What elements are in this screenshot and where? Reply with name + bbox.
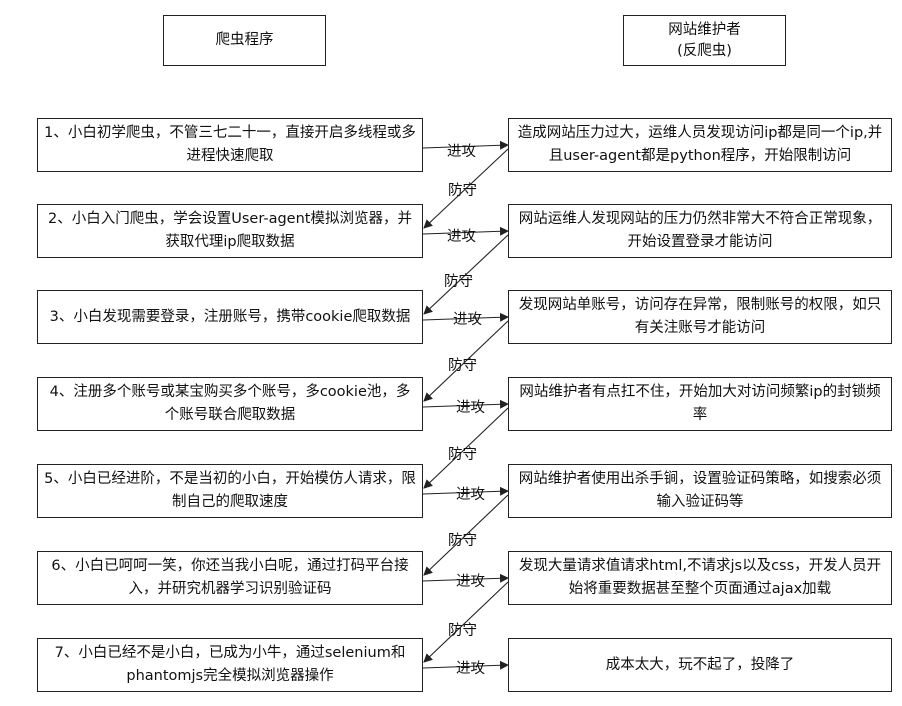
anti-crawler-step-1: 造成网站压力过大，运维人员发现访问ip都是同一个ip,并且user-agent都… [508, 118, 892, 172]
crawler-step-5: 5、小白已经进阶，不是当初的小白，开始模仿人请求，限制自己的爬取速度 [37, 464, 423, 518]
anti-crawler-step-2: 网站运维人发现网站的压力仍然非常大不符合正常现象，开始设置登录才能访问 [508, 204, 892, 258]
anti-crawler-step-text: 成本太大，玩不起了，投降了 [605, 656, 795, 673]
attack-arrow [422, 140, 509, 150]
defend-arrow [423, 581, 509, 663]
anti-crawler-step-text: 网站维护者使用出杀手锏，设置验证码策略，如搜索必须输入验证码等 [518, 471, 882, 510]
attack-arrow [422, 660, 509, 670]
crawler-step-text: 5、小白已经进阶，不是当初的小白，开始模仿人请求，限制自己的爬取速度 [44, 471, 416, 510]
crawler-step-text: 4、注册多个账号或某宝购买多个账号，多cookie池，多个账号联合爬取数据 [49, 384, 411, 423]
defend-label-1: 防守 [448, 183, 477, 199]
anti-crawler-step-text: 网站维护者有点扛不住，开始加大对访问频繁ip的封锁频率 [519, 384, 881, 423]
attack-label-5: 进攻 [456, 487, 485, 503]
header-maintainer-label: 网站维护者 [668, 21, 741, 38]
anti-crawler-step-7: 成本太大，玩不起了，投降了 [508, 638, 892, 692]
attack-label-6: 进攻 [456, 574, 485, 590]
defend-label-2: 防守 [444, 274, 473, 290]
anti-crawler-step-4: 网站维护者有点扛不住，开始加大对访问频繁ip的封锁频率 [508, 377, 892, 431]
defend-arrow [423, 407, 509, 489]
anti-crawler-step-text: 发现网站单账号，访问存在异常，限制账号的权限，如只有关注账号才能访问 [518, 297, 882, 336]
crawler-step-6: 6、小白已呵呵一笑，你还当我小白呢，通过打码平台接入，并研究机器学习识别验证码 [37, 551, 423, 605]
anti-crawler-step-5: 网站维护者使用出杀手锏，设置验证码策略，如搜索必须输入验证码等 [508, 464, 892, 518]
attack-label-3: 进攻 [453, 312, 482, 328]
header-site-maintainer: 网站维护者 (反爬虫) [623, 15, 786, 66]
header-crawler-label: 爬虫程序 [215, 32, 274, 48]
defend-arrow [423, 320, 509, 402]
defend-arrow [423, 494, 509, 576]
defend-label-3: 防守 [448, 358, 477, 374]
crawler-step-text: 7、小白已经不是小白，已成为小牛，通过selenium和phantomjs完全模… [54, 645, 406, 684]
crawler-step-text: 2、小白入门爬虫，学会设置User-agent模拟浏览器，并获取代理ip爬取数据 [48, 211, 412, 250]
attack-arrow [422, 486, 509, 496]
attack-label-7: 进攻 [456, 661, 485, 677]
crawler-step-text: 6、小白已呵呵一笑，你还当我小白呢，通过打码平台接入，并研究机器学习识别验证码 [51, 558, 409, 597]
crawler-step-1: 1、小白初学爬虫，不管三七二十一，直接开启多线程或多进程快速爬取 [37, 118, 423, 172]
anti-crawler-step-text: 发现大量请求值请求html,不请求js以及css，开发人员开始将重要数据甚至整个… [518, 558, 882, 597]
defend-label-4: 防守 [448, 447, 477, 463]
header-crawler-program: 爬虫程序 [163, 15, 326, 66]
defend-label-5: 防守 [448, 533, 477, 549]
attack-arrow [422, 573, 509, 583]
defend-arrow [423, 234, 509, 315]
header-anti-crawler-label: (反爬虫) [677, 42, 732, 59]
anti-crawler-step-3: 发现网站单账号，访问存在异常，限制账号的权限，如只有关注账号才能访问 [508, 290, 892, 344]
attack-label-4: 进攻 [456, 400, 485, 416]
crawler-step-7: 7、小白已经不是小白，已成为小牛，通过selenium和phantomjs完全模… [37, 638, 423, 692]
crawler-step-4: 4、注册多个账号或某宝购买多个账号，多cookie池，多个账号联合爬取数据 [37, 377, 423, 431]
crawler-step-text: 3、小白发现需要登录，注册账号，携带cookie爬取数据 [49, 308, 411, 325]
crawler-step-2: 2、小白入门爬虫，学会设置User-agent模拟浏览器，并获取代理ip爬取数据 [37, 204, 423, 258]
attack-arrow [422, 312, 509, 322]
attack-label-1: 进攻 [447, 144, 476, 160]
anti-crawler-step-6: 发现大量请求值请求html,不请求js以及css，开发人员开始将重要数据甚至整个… [508, 551, 892, 605]
attack-label-2: 进攻 [447, 229, 476, 245]
crawler-step-text: 1、小白初学爬虫，不管三七二十一，直接开启多线程或多进程快速爬取 [44, 125, 416, 164]
attack-arrow [422, 226, 509, 236]
defend-label-6: 防守 [448, 623, 477, 639]
anti-crawler-step-text: 网站运维人发现网站的压力仍然非常大不符合正常现象，开始设置登录才能访问 [518, 211, 882, 250]
attack-arrow [422, 399, 509, 409]
crawler-step-3: 3、小白发现需要登录，注册账号，携带cookie爬取数据 [37, 290, 423, 344]
defend-arrow [423, 148, 509, 229]
anti-crawler-step-text: 造成网站压力过大，运维人员发现访问ip都是同一个ip,并且user-agent都… [517, 125, 883, 164]
